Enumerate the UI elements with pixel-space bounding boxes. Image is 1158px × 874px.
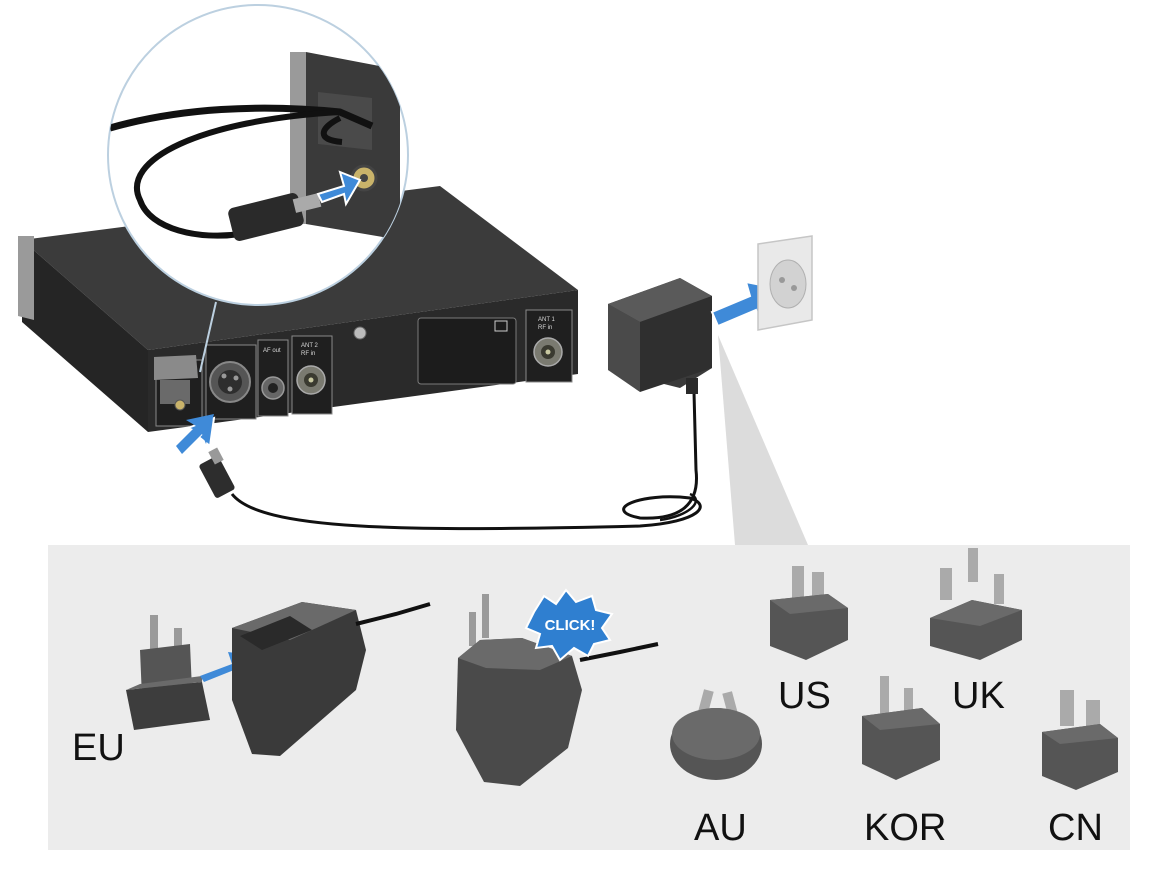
plug-label-eu: EU: [72, 727, 125, 769]
uk-plug-adapter: [930, 548, 1022, 660]
ant1-label: ANT 1: [538, 317, 556, 323]
plug-label-au: AU: [694, 807, 747, 849]
ant2-sub-label: RF in: [301, 351, 315, 357]
power-cable: [199, 391, 702, 531]
eu-plug-adapter: [126, 615, 210, 730]
click-text: CLICK!: [545, 617, 596, 634]
zoom-detail-callout: [107, 4, 409, 373]
au-plug-adapter: [670, 689, 762, 780]
zoom-wedge: [718, 335, 808, 545]
power-adapter-assembled: [456, 594, 659, 786]
kor-plug-adapter: [862, 676, 940, 780]
ant1-sub-label: RF in: [538, 325, 552, 331]
cn-plug-adapter: [1042, 690, 1118, 790]
plug-label-us: US: [778, 675, 831, 717]
ground-screw-icon: [353, 326, 367, 340]
power-adapter: [608, 278, 712, 394]
us-plug-adapter: [770, 566, 848, 660]
plug-label-kor: KOR: [864, 807, 946, 849]
ant2-label: ANT 2: [301, 343, 319, 349]
wall-socket-icon: [757, 235, 813, 331]
af-out-label: AF out: [263, 348, 281, 354]
power-adapter-open: [232, 602, 431, 756]
plug-label-cn: CN: [1048, 807, 1103, 849]
plug-label-uk: UK: [952, 675, 1005, 717]
click-badge: CLICK!: [524, 588, 614, 662]
